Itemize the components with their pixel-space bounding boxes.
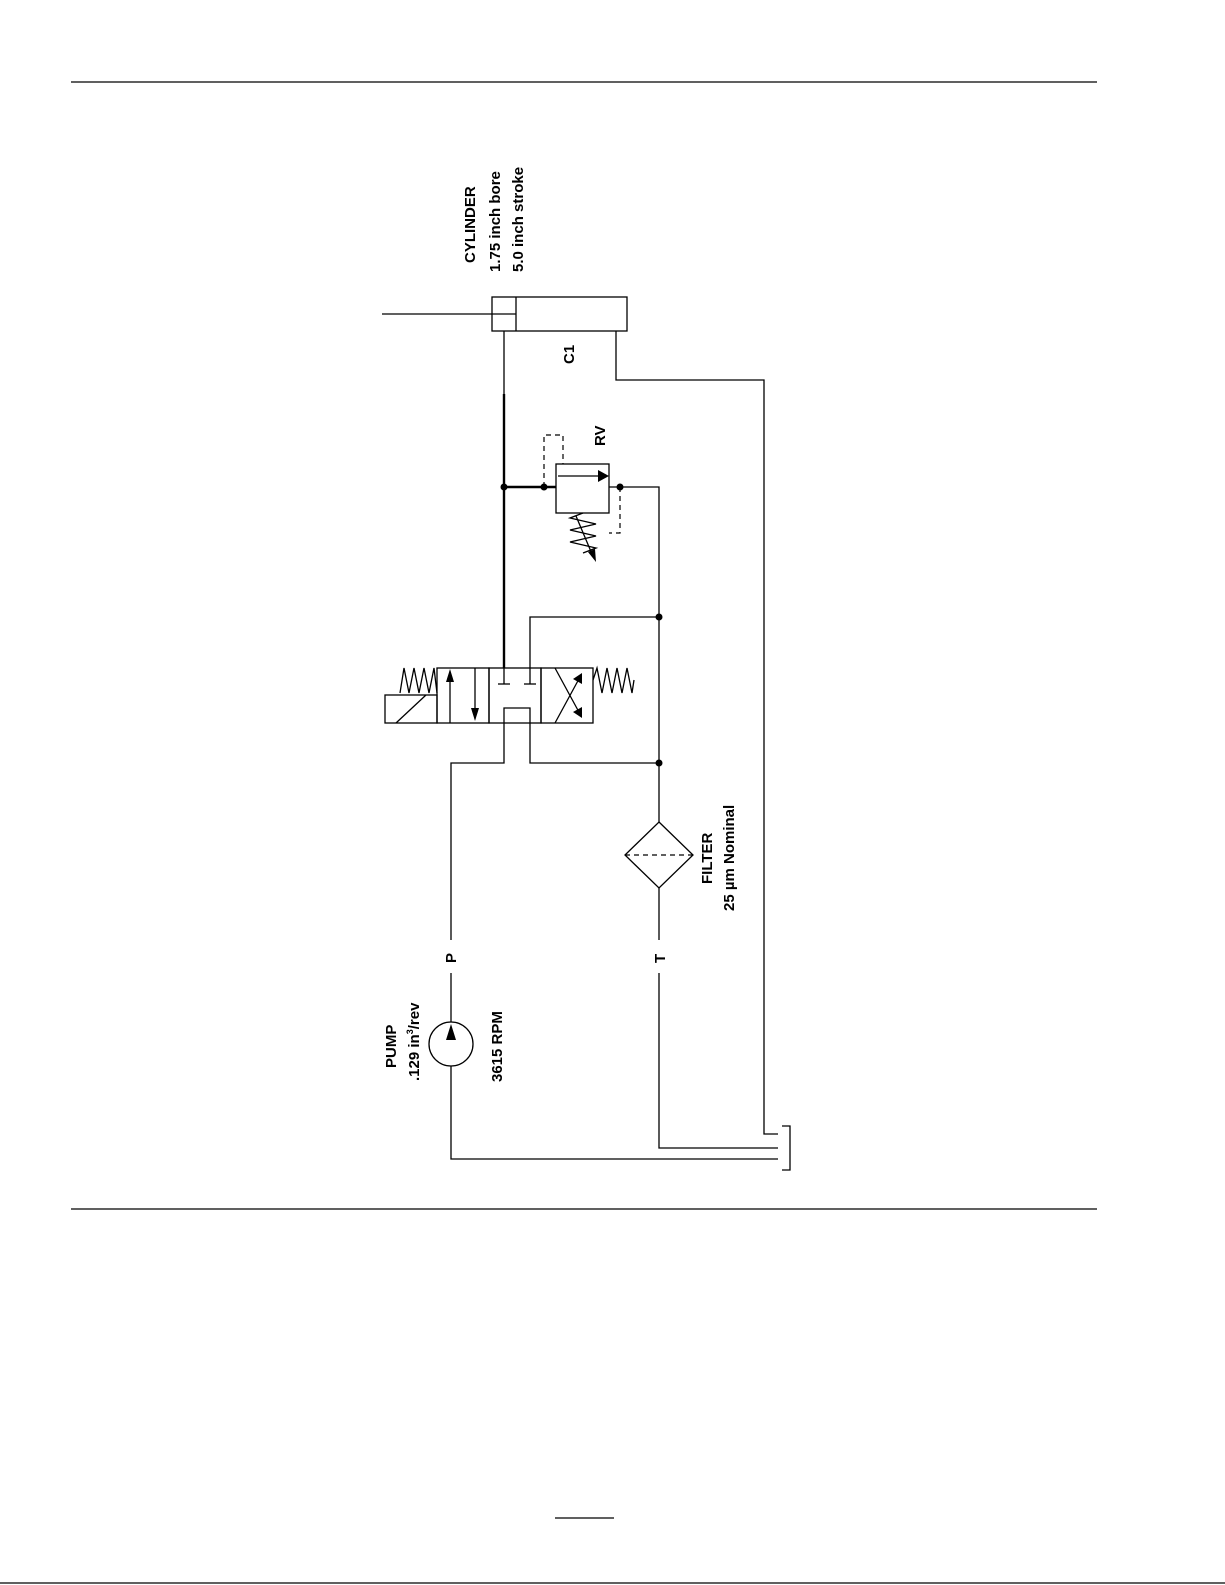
pump-speed: 3615 RPM <box>489 1011 506 1082</box>
cylinder-stroke: 5.0 inch stroke <box>510 167 527 272</box>
junction-b <box>656 614 663 621</box>
junction-a <box>501 484 508 491</box>
line-relief-to-tank <box>609 487 659 757</box>
line-t-to-tank <box>659 973 778 1148</box>
junction-pilot-out <box>617 484 624 491</box>
pump-symbol <box>429 1022 473 1066</box>
relief-valve-id: RV <box>592 425 609 446</box>
line-valve-tank-port <box>530 723 659 763</box>
filter-rating: 25 µm Nominal <box>721 805 738 911</box>
port-p-label: P <box>443 953 460 963</box>
relief-valve-symbol <box>544 435 620 562</box>
directional-valve-symbol <box>385 668 634 723</box>
cylinder-id: C1 <box>561 345 578 364</box>
port-t-label: T <box>652 954 669 963</box>
tank-symbol <box>782 1126 790 1170</box>
cylinder-symbol <box>382 297 627 331</box>
cylinder-title: CYLINDER <box>462 186 479 263</box>
cylinder-bore: 1.75 inch bore <box>487 171 504 272</box>
line-b-to-tank <box>530 617 659 668</box>
junction-pilot-in <box>541 484 548 491</box>
pump-title: PUMP <box>383 1025 400 1068</box>
filter-title: FILTER <box>699 832 716 884</box>
line-cylinder-port-b-to-tank <box>616 331 778 1134</box>
filter-symbol <box>625 822 693 888</box>
pump-displacement: .129 in3/rev <box>405 1002 423 1081</box>
line-pressure-to-valve <box>451 723 504 940</box>
